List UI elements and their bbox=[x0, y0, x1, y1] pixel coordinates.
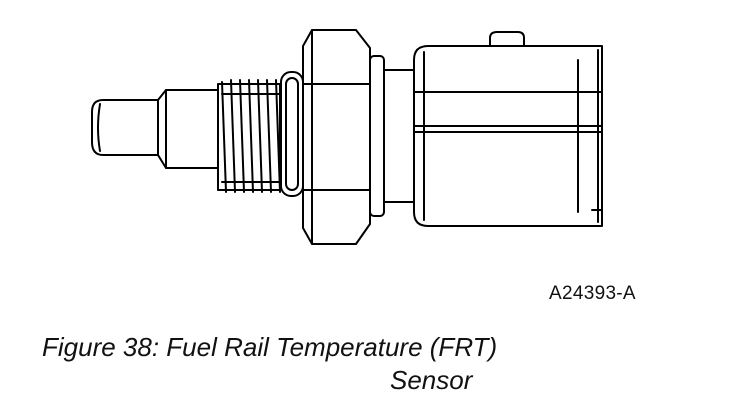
hex-flange bbox=[302, 29, 371, 245]
caption-line-1: Figure 38: Fuel Rail Temperature (FRT) bbox=[42, 332, 498, 362]
collar bbox=[369, 55, 415, 217]
figure-caption: Figure 38: Fuel Rail Temperature (FRT) bbox=[42, 332, 662, 363]
part-number: A24393-A bbox=[549, 283, 636, 304]
thread-section bbox=[217, 79, 281, 193]
sensor-tip bbox=[91, 89, 219, 169]
o-ring bbox=[280, 71, 304, 197]
caption-line-2: Sensor bbox=[390, 365, 473, 395]
connector-body bbox=[413, 31, 603, 227]
